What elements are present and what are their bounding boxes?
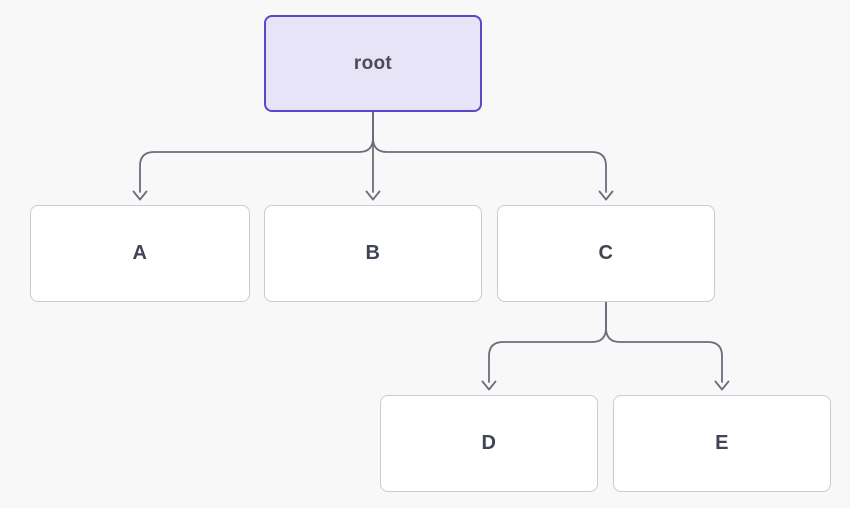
node-d-label: D	[481, 432, 497, 454]
node-b-label: B	[365, 242, 381, 264]
arrowhead-c-icon	[598, 190, 614, 201]
edge-root-to-b	[365, 111, 381, 201]
node-e[interactable]: E	[613, 395, 831, 492]
node-d[interactable]: D	[380, 395, 598, 492]
node-a-label: A	[132, 242, 148, 264]
edge-root-to-c	[372, 111, 614, 201]
node-c[interactable]: C	[497, 205, 715, 302]
arrowhead-a-icon	[132, 190, 148, 201]
arrowhead-d-icon	[481, 380, 497, 391]
node-a[interactable]: A	[30, 205, 250, 302]
edge-root-to-a	[132, 111, 374, 201]
arrowhead-b-icon	[365, 190, 381, 201]
node-b[interactable]: B	[264, 205, 482, 302]
node-c-label: C	[598, 242, 614, 264]
node-root-label: root	[353, 52, 393, 74]
node-e-label: E	[715, 432, 729, 454]
node-root[interactable]: root	[264, 15, 482, 112]
edge-c-to-d	[481, 301, 607, 391]
edge-c-to-e	[605, 301, 730, 391]
arrowhead-e-icon	[714, 380, 730, 391]
